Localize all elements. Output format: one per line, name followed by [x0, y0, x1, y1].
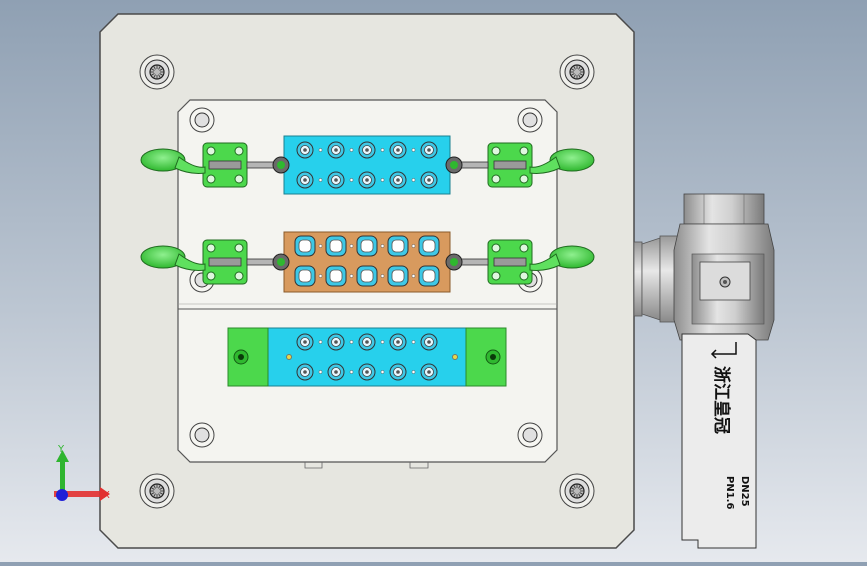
valve-spec-pn: PN1.6 — [724, 476, 735, 509]
axis-triad: Y X — [54, 444, 110, 501]
valve-spec-dn: DN25 — [739, 476, 750, 507]
cyan-block-top — [283, 135, 451, 195]
x-axis-label: X — [103, 490, 110, 501]
cyan-block-bottom — [227, 327, 507, 387]
orange-block — [283, 231, 451, 293]
toggle-clamps — [140, 142, 595, 285]
y-axis-label: Y — [57, 444, 65, 455]
ball-valve: 浙江皇冠 DN25 PN1.6 — [633, 193, 775, 549]
z-axis-marker — [56, 489, 68, 501]
valve-brand-text: 浙江皇冠 — [711, 366, 732, 434]
base-screws — [139, 54, 595, 509]
